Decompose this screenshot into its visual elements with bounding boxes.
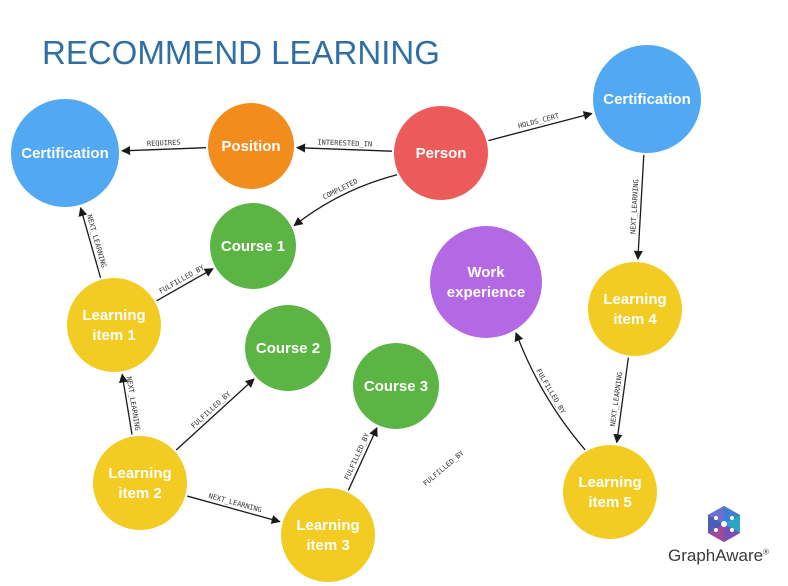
- node-label: item 1: [92, 327, 135, 344]
- node-circle: [245, 305, 331, 391]
- graphaware-logo: GraphAware®: [668, 498, 778, 578]
- edge-label: FULFILLED_BY: [343, 431, 372, 481]
- edge-ful-li1-c1: [156, 268, 214, 302]
- edge-label: NEXT_LEARNING: [85, 214, 108, 269]
- node-circle: [430, 226, 542, 338]
- node-li3: Learning item 3: [281, 488, 375, 582]
- node-label: Position: [221, 138, 280, 155]
- node-label: Learning: [296, 517, 359, 534]
- edge-label: INTERESTED_IN: [317, 138, 372, 148]
- node-label: Learning: [603, 291, 666, 308]
- node-circle: [208, 103, 294, 189]
- edge-label: FULFILLED_BY: [190, 390, 233, 431]
- edge-requires: [121, 146, 207, 156]
- node-circle: [93, 436, 187, 530]
- node-circle: [67, 278, 161, 372]
- edge-nl-li2-li1: [118, 373, 133, 435]
- node-li1: Learning item 1: [67, 278, 161, 372]
- edge-ful-li2-c2: [175, 378, 255, 451]
- node-label: item 4: [613, 311, 657, 328]
- edge-holds: [488, 111, 593, 142]
- node-circle: [210, 203, 296, 289]
- node-label: Learning: [108, 465, 171, 482]
- edge-nl-cert2-li4: [633, 154, 645, 260]
- node-circle: [11, 99, 119, 207]
- edge-label: REQUIRES: [147, 139, 181, 148]
- edge-nl-li2-li3: [187, 495, 281, 524]
- node-person: Person: [394, 106, 488, 200]
- node-label: Certification: [603, 91, 691, 108]
- node-label: item 5: [588, 494, 631, 511]
- node-circle: [353, 343, 439, 429]
- node-circle: [394, 106, 488, 200]
- edge-label: FULFILLED_BY: [534, 367, 567, 415]
- node-li4: Learning item 4: [588, 262, 682, 356]
- node-course3: Course 3: [353, 343, 439, 429]
- edge-ful-li3-c3: [347, 427, 378, 491]
- node-circle: [588, 262, 682, 356]
- edge-interested: [296, 143, 393, 153]
- edge-label: NEXT_LEARNING: [208, 492, 263, 514]
- edge-label: NEXT_LEARNING: [629, 179, 640, 234]
- edge-nl-li4-li5: [613, 357, 630, 444]
- node-label: Certification: [21, 145, 109, 162]
- edge-label: NEXT_LEARNING: [609, 372, 624, 427]
- node-label: Learning: [578, 474, 641, 491]
- floating-edge-label: FULFILLED_BY: [422, 449, 466, 488]
- node-circle: [281, 488, 375, 582]
- edge-label: FULFILLED_BY: [158, 263, 207, 295]
- graphaware-logo-text: GraphAware®: [668, 546, 769, 566]
- node-label: Course 3: [364, 378, 428, 395]
- node-label: experience: [447, 284, 525, 301]
- node-label: item 3: [306, 537, 349, 554]
- node-work: Work experience: [430, 226, 542, 338]
- logo-registered-mark: ®: [763, 547, 770, 557]
- node-course1: Course 1: [210, 203, 296, 289]
- logo-word: GraphAware: [668, 546, 764, 565]
- node-circle: [593, 45, 701, 153]
- slide-title: RECOMMEND LEARNING: [42, 34, 440, 71]
- node-li2: Learning item 2: [93, 436, 187, 530]
- node-label: Work: [467, 264, 505, 281]
- node-circle: [563, 445, 657, 539]
- node-label: Learning: [82, 307, 145, 324]
- node-li5: Learning item 5: [563, 445, 657, 539]
- node-label: item 2: [118, 485, 161, 502]
- graphaware-logo-icon: [708, 506, 740, 542]
- node-label: Person: [416, 145, 467, 162]
- node-cert1: Certification: [11, 99, 119, 207]
- node-label: Course 1: [221, 238, 285, 255]
- edge-ful-li5-work: [514, 331, 586, 451]
- node-label: Course 2: [256, 340, 320, 357]
- node-position: Position: [208, 103, 294, 189]
- edge-nl-li1-cert1: [78, 206, 102, 279]
- edge-completed: [293, 174, 398, 227]
- node-course2: Course 2: [245, 305, 331, 391]
- node-cert2: Certification: [593, 45, 701, 153]
